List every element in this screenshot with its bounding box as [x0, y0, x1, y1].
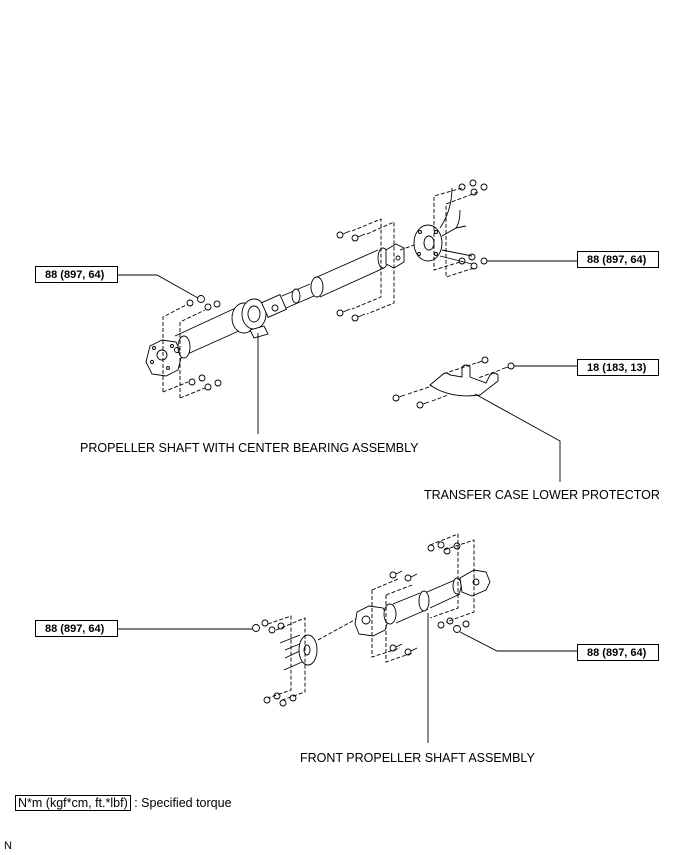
front-left-nuts — [252, 619, 297, 707]
torque-callout: 88 (897, 64) — [577, 644, 659, 661]
rear-yoke-guides — [351, 218, 421, 315]
rear-propeller-shaft-drawing — [145, 243, 405, 377]
legend-description: : Specified torque — [134, 796, 232, 810]
rear-left-nuts-bottom — [188, 374, 222, 391]
transfer-output-flange-drawing — [279, 634, 318, 671]
front-shaft-bolts-and-nuts — [389, 541, 470, 656]
corner-mark: N — [4, 840, 12, 852]
leader-lines — [117, 260, 577, 743]
part-label-propeller-shaft-center-bearing: PROPELLER SHAFT WITH CENTER BEARING ASSE… — [80, 441, 419, 455]
torque-callout: 88 (897, 64) — [35, 266, 118, 283]
protector-guides — [407, 362, 501, 402]
front-propeller-shaft-drawing — [354, 569, 491, 637]
torque-callout: 18 (183, 13) — [577, 359, 659, 376]
part-label-transfer-case-lower-protector: TRANSFER CASE LOWER PROTECTOR — [424, 488, 660, 502]
transfer-case-lower-protector-drawing — [429, 364, 499, 397]
torque-legend: N*m (kgf*cm, ft.*lbf) : Specified torque — [15, 795, 232, 811]
rear-left-bolt-guides — [162, 303, 206, 399]
front-shaft-guides — [371, 533, 475, 663]
torque-callout: 88 (897, 64) — [35, 620, 118, 637]
part-label-front-propeller-shaft: FRONT PROPELLER SHAFT ASSEMBLY — [300, 751, 535, 765]
differential-flange-drawing — [413, 187, 473, 265]
diff-flange-guides — [433, 187, 479, 278]
rear-left-nuts-top — [186, 295, 221, 311]
legend-unit-box: N*m (kgf*cm, ft.*lbf) — [15, 795, 131, 811]
torque-callout: 88 (897, 64) — [577, 251, 659, 268]
rear-yoke-bolts — [336, 230, 366, 322]
diff-flange-nuts — [458, 179, 488, 270]
protector-bolts — [392, 356, 515, 409]
